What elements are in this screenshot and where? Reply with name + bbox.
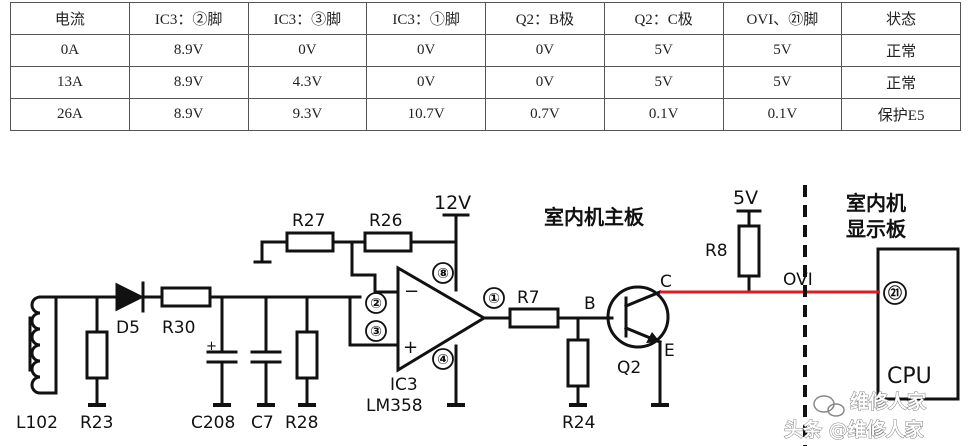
resistor-r27 <box>285 231 335 253</box>
pin-4-label: ④ <box>437 352 449 368</box>
label-l102: L102 <box>16 413 58 433</box>
resistor-r30 <box>160 286 212 308</box>
pin-circle <box>365 292 387 314</box>
table-cell: 9.3V <box>247 98 368 131</box>
table-cell: 0A <box>10 34 130 67</box>
table-cell: 0.7V <box>485 98 605 131</box>
node-e-label: E <box>664 341 675 361</box>
capacitor-plus-sign: + <box>206 339 217 354</box>
node-b-label: B <box>584 294 596 314</box>
table-cell: 0.1V <box>603 98 724 131</box>
transistor-q2 <box>606 285 670 349</box>
label-r26: R26 <box>369 211 402 231</box>
resistor-r28 <box>295 330 319 380</box>
opamp-ic3 <box>396 265 487 373</box>
label-r28: R28 <box>285 413 318 433</box>
watermark-line2: 头条 @维修人家 <box>784 418 925 441</box>
table-row: 0A 8.9V 0V 0V 0V 5V 5V 正常 <box>10 34 961 67</box>
table-cell: 10.7V <box>366 98 486 131</box>
header-cell: Q2：B极 <box>485 2 605 35</box>
resistor-r24 <box>566 338 590 388</box>
table-cell: 13A <box>10 66 130 99</box>
table-header-row: 电流 IC3：②脚 IC3：③脚 IC3：①脚 Q2：B极 Q2：C极 OVI、… <box>10 2 961 35</box>
header-cell: IC3：①脚 <box>366 2 486 35</box>
pin-2-label: ② <box>370 296 382 312</box>
table-cell: 正常 <box>841 66 961 99</box>
pin-1-label: ① <box>488 291 500 307</box>
label-cpu: CPU <box>887 364 932 389</box>
header-cell: IC3：②脚 <box>128 2 249 35</box>
label-c7: C7 <box>251 413 274 433</box>
watermark: 维修人家 头条 @维修人家 <box>784 390 928 442</box>
transistor-collector <box>624 290 662 308</box>
pin-3-label: ③ <box>370 324 382 340</box>
table-cell: 26A <box>10 98 130 131</box>
pin-8-label: ⑧ <box>437 266 449 282</box>
table-cell: 0V <box>485 34 605 67</box>
pin-circle <box>883 281 907 305</box>
header-cell: Q2：C极 <box>603 2 724 35</box>
resistor-r23 <box>85 330 109 380</box>
label-q2: Q2 <box>617 358 641 378</box>
pin-21-label: ㉑ <box>888 285 902 302</box>
resistor-r7 <box>508 307 560 329</box>
label-c208: C208 <box>191 413 235 433</box>
table-cell: 0.1V <box>722 98 843 131</box>
table-cell: 0V <box>485 66 605 99</box>
emitter-arrow <box>646 332 660 343</box>
display-board-heading-line2: 显示板 <box>846 217 907 241</box>
header-cell: 电流 <box>10 2 130 35</box>
watermark-line1: 维修人家 <box>850 390 927 413</box>
pin-circle <box>432 262 454 284</box>
voltage-table: 电流 IC3：②脚 IC3：③脚 IC3：①脚 Q2：B极 Q2：C极 OVI、… <box>10 2 961 131</box>
label-r24: R24 <box>562 413 595 433</box>
main-board-heading: 室内机主板 <box>544 205 645 229</box>
diode-d5 <box>115 282 145 312</box>
label-ic3: IC3 <box>390 375 418 395</box>
resistor-r8 <box>737 224 761 278</box>
table-cell: 保护E5 <box>841 98 961 131</box>
resistor-r26 <box>363 231 413 253</box>
label-r30: R30 <box>162 318 195 338</box>
label-r8: R8 <box>705 241 728 261</box>
label-r7: R7 <box>517 288 540 308</box>
opamp-minus-sign: − <box>404 281 419 302</box>
header-cell: OVI、㉑脚 <box>722 2 843 35</box>
label-5v: 5V <box>733 187 758 209</box>
pin-circle <box>432 348 454 370</box>
node-c-label: C <box>660 272 672 292</box>
display-board-box <box>876 247 960 401</box>
table-cell: 正常 <box>841 34 961 67</box>
opamp-plus-sign: + <box>403 337 418 358</box>
label-r27: R27 <box>292 211 325 231</box>
table-cell: 5V <box>603 34 724 67</box>
table-cell: 5V <box>722 34 843 67</box>
table-cell: 8.9V <box>128 34 249 67</box>
table-cell: 0V <box>366 66 486 99</box>
label-r23: R23 <box>80 413 113 433</box>
pin-circle <box>483 287 505 309</box>
inductor-l102 <box>30 295 46 395</box>
label-d5: D5 <box>116 318 140 338</box>
table-row: 26A 8.9V 9.3V 10.7V 0.7V 0.1V 0.1V 保护E5 <box>10 98 961 131</box>
table-row: 13A 8.9V 4.3V 0V 0V 5V 5V 正常 <box>10 66 961 99</box>
node-ovi-label: OVI <box>783 270 813 290</box>
table-cell: 0V <box>366 34 486 67</box>
table-cell: 8.9V <box>128 98 249 131</box>
label-lm358: LM358 <box>366 396 423 416</box>
label-12v: 12V <box>434 192 471 214</box>
display-board-heading-line1: 室内机 <box>846 191 906 215</box>
pin-circle <box>365 320 387 342</box>
header-cell: 状态 <box>841 2 961 35</box>
wechat-icon <box>813 395 845 417</box>
table-cell: 0V <box>247 34 368 67</box>
